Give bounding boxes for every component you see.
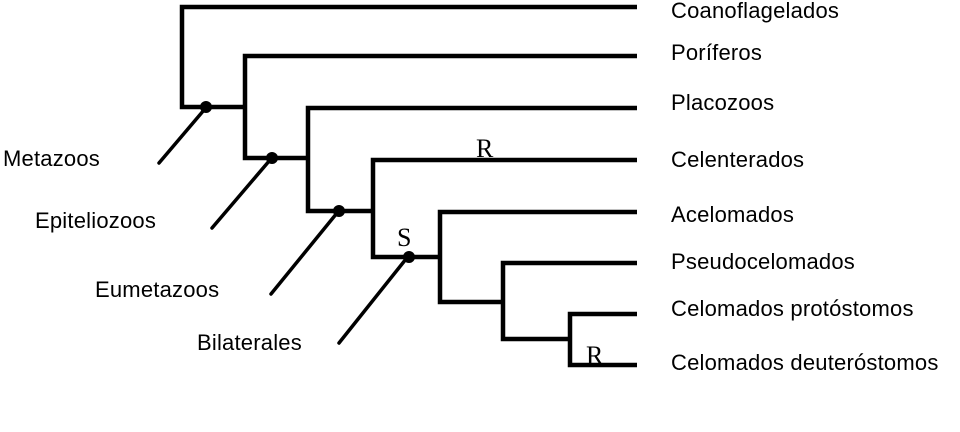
branch-celomados-clade bbox=[567, 311, 637, 368]
taxon-label-celomados-protostomos: Celomados protóstomos bbox=[671, 296, 914, 321]
pointer-line-bilaterales bbox=[337, 257, 408, 345]
taxon-label-coanoflagelados: Coanoflagelados bbox=[671, 0, 840, 23]
pointer-line-eumetazoos bbox=[269, 211, 339, 296]
clade-label-metazoos: Metazoos bbox=[3, 146, 100, 171]
clade-label-eumetazoos: Eumetazoos bbox=[95, 277, 220, 302]
clade-label-bilaterales: Bilaterales bbox=[197, 330, 302, 355]
pointer-line-epiteliozoos bbox=[210, 158, 272, 230]
taxon-label-celenterados: Celenterados bbox=[671, 147, 805, 172]
taxon-label-pseudocelomados: Pseudocelomados bbox=[671, 249, 856, 274]
taxon-label-poriferos: Poríferos bbox=[671, 40, 763, 65]
clade-label-epiteliozoos: Epiteliozoos bbox=[35, 208, 157, 233]
branch-acelomados bbox=[437, 209, 637, 305]
pointer-line-metazoos bbox=[157, 108, 206, 165]
branch-pseudocelomados bbox=[500, 260, 637, 342]
taxon-label-placozoos: Placozoos bbox=[671, 90, 775, 115]
branch-celenterados bbox=[370, 157, 637, 260]
branch-coanoflagelados-and-root bbox=[179, 4, 637, 110]
branch-marker-r-celenterados: R bbox=[476, 134, 494, 163]
taxon-label-celomados-deuterostomos: Celomados deuteróstomos bbox=[671, 350, 939, 375]
branch-marker-r-deuterostomos: R bbox=[586, 341, 604, 370]
taxon-label-acelomados: Acelomados bbox=[671, 202, 795, 227]
branch-marker-s-bilaterales: S bbox=[397, 223, 412, 252]
